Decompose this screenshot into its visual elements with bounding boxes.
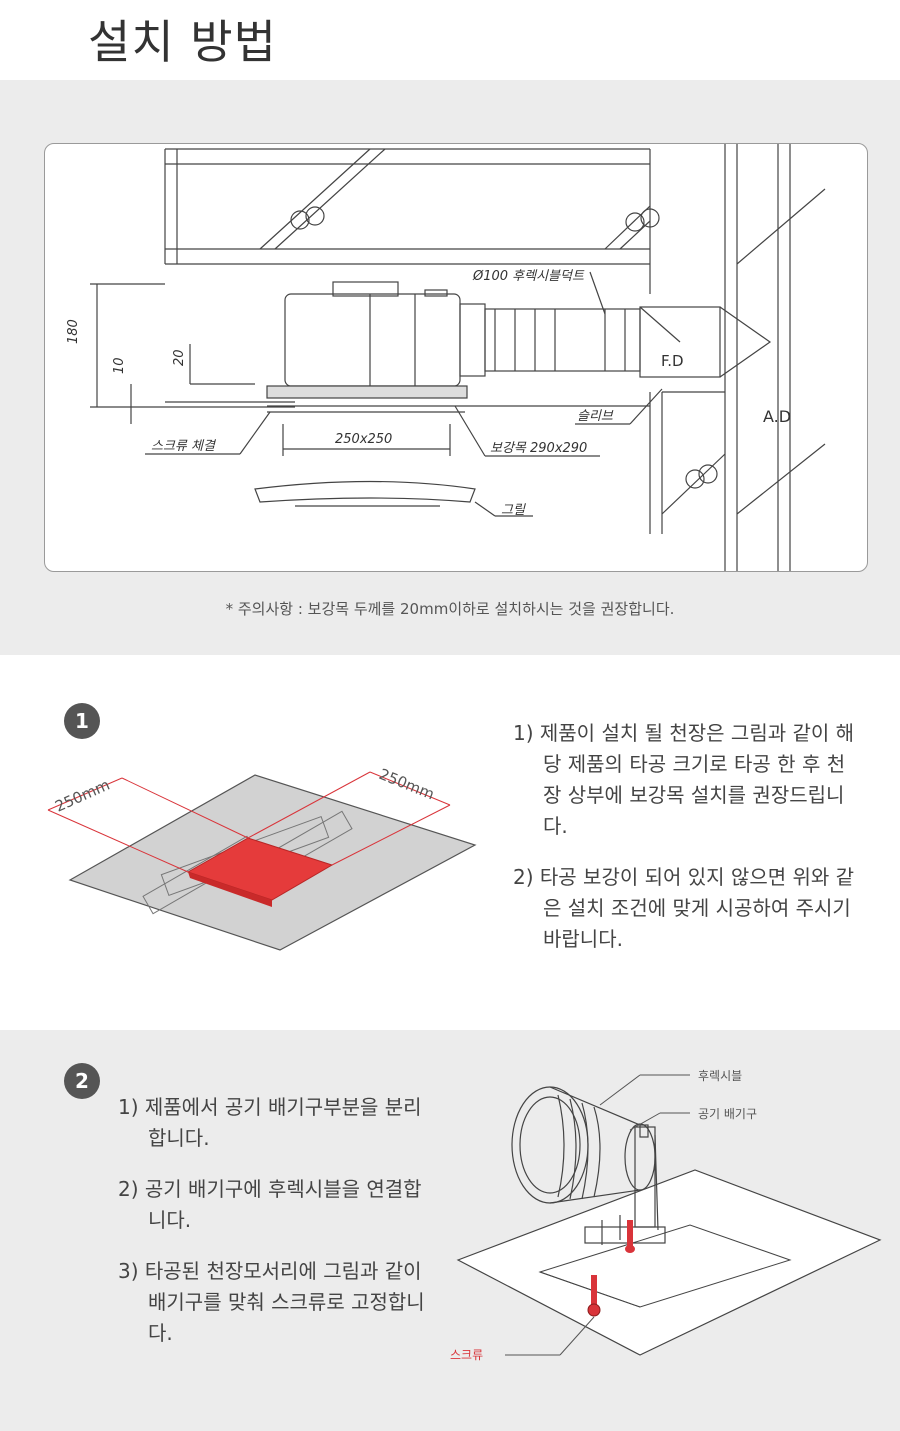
caution-note: * 주의사항 : 보강목 두께를 20mm이하로 설치하시는 것을 권장합니다. [225, 600, 675, 618]
dim-180-label: 180 [66, 319, 81, 344]
section1-steps: 1) 제품이 설치 될 천장은 그림과 같이 해당 제품의 타공 크기로 타공 … [513, 718, 858, 975]
section1-step-2: 2) 타공 보강이 되어 있지 않으면 위와 같은 설치 조건에 맞게 시공하여… [513, 865, 855, 951]
section2-step-2: 2) 공기 배기구에 후렉시블을 연결합니다. [118, 1177, 422, 1232]
installation-diagram: 180 10 20 Ø100 후렉시블덕트 F.D A.D 슬리브 스크류 체결… [44, 143, 868, 572]
dim-10-label: 10 [112, 357, 127, 374]
ceiling-cutout-illustration: 250mm 250mm [47, 765, 477, 951]
section2-steps: 1) 제품에서 공기 배기구부분을 분리합니다. 2) 공기 배기구에 후렉시블… [118, 1092, 438, 1369]
dim-left-label: 250mm [52, 776, 112, 816]
flexible-label: 후렉시블 [698, 1069, 742, 1083]
step-1-badge: 1 [64, 703, 100, 739]
cross-section-drawing: 180 10 20 Ø100 후렉시블덕트 F.D A.D 슬리브 스크류 체결… [66, 144, 826, 571]
screw-label: 스크류 [450, 1348, 483, 1362]
screw-fastening-label: 스크류 체결 [151, 439, 217, 454]
dim-20-label: 20 [172, 349, 187, 366]
section2-step-1: 1) 제품에서 공기 배기구부분을 분리합니다. [118, 1095, 422, 1150]
exhaust-label: 공기 배기구 [698, 1107, 757, 1121]
exhaust-install-illustration: 후렉시블 공기 배기구 스크류 [450, 1069, 882, 1362]
fd-label: F.D [661, 352, 684, 370]
grill-label: 그릴 [501, 503, 526, 518]
step-2-badge: 2 [64, 1063, 100, 1099]
ad-label: A.D [763, 407, 791, 426]
dim-right-label: 250mm [377, 765, 437, 803]
reinforcement-label: 보강목 290x290 [490, 441, 587, 456]
section2-step-3: 3) 타공된 천장모서리에 그림과 같이 배기구를 맞춰 스크류로 고정합니다. [118, 1259, 425, 1345]
section1-step-1: 1) 제품이 설치 될 천장은 그림과 같이 해당 제품의 타공 크기로 타공 … [513, 721, 855, 838]
sleeve-label: 슬리브 [577, 409, 614, 424]
page-title: 설치 방법 [88, 15, 277, 69]
cutout-size-label: 250x250 [335, 432, 392, 447]
duct-label: Ø100 후렉시블덕트 [472, 269, 585, 284]
